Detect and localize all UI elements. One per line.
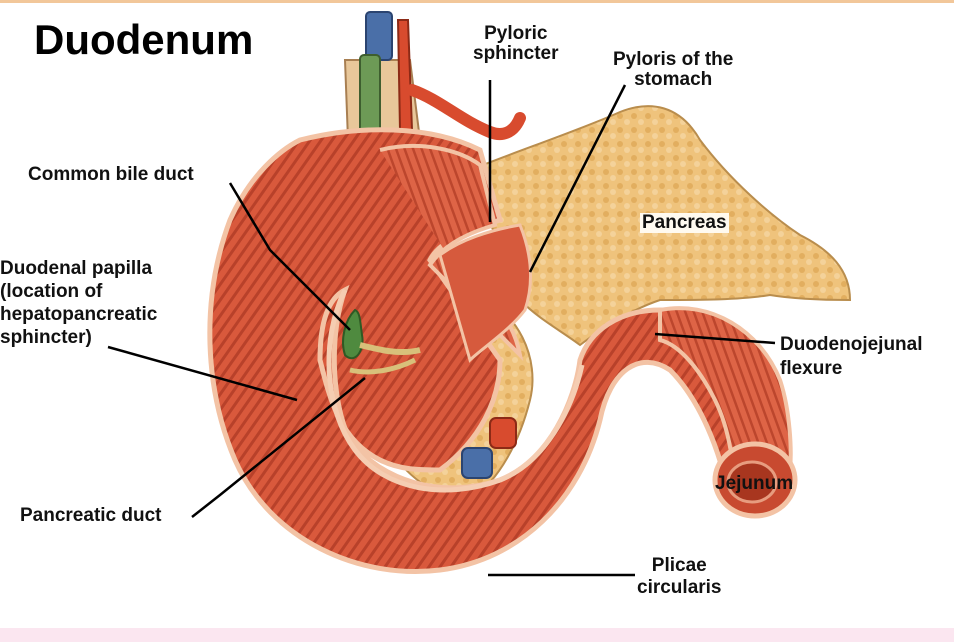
- label-line: (location of: [0, 281, 103, 302]
- label-pyloris-of-stomach: Pyloris of the stomach: [613, 50, 733, 90]
- label-line: sphincter): [0, 327, 92, 348]
- label-line: Pyloric: [484, 23, 548, 44]
- bottom-border: [0, 628, 954, 642]
- label-pancreas: Pancreas: [640, 212, 729, 233]
- label-pancreatic-duct: Pancreatic duct: [20, 505, 162, 526]
- label-line: hepatopancreatic: [0, 304, 158, 325]
- leader-common-bile-duct: [228, 182, 351, 331]
- diagram-title: Duodenum: [34, 16, 254, 63]
- label-duodenojejunal-flexure: Duodenojejunal flexure: [780, 333, 923, 381]
- label-line: circularis: [637, 577, 722, 598]
- leader-pancreatic-duct: [191, 377, 366, 518]
- bile-and-pancreatic-ducts: [342, 308, 517, 479]
- label-line: Pyloris of the: [613, 49, 734, 70]
- jejunum-tube: [658, 306, 798, 519]
- leader-pyloris: [528, 84, 627, 273]
- leader-duodenal-papilla: [107, 345, 298, 402]
- leader-lines: [107, 80, 776, 577]
- label-line: Duodenal papilla: [0, 258, 153, 279]
- leader-duodenojejunal: [654, 332, 776, 345]
- duodenum-loop: [207, 127, 793, 574]
- label-jejunum: Jejunum: [715, 473, 794, 494]
- label-line: Duodenojejunal: [780, 334, 923, 355]
- label-line: stomach: [634, 69, 713, 90]
- label-pyloric-sphincter: Pyloric sphincter: [473, 24, 559, 64]
- label-duodenal-papilla: Duodenal papilla (location of hepatopanc…: [0, 257, 157, 349]
- label-common-bile-duct: Common bile duct: [28, 164, 194, 185]
- label-line: Plicae: [651, 555, 707, 576]
- label-line: flexure: [780, 358, 843, 379]
- label-plicae-circularis: Plicae circularis: [637, 555, 722, 599]
- label-line: sphincter: [473, 43, 559, 64]
- top-border: [0, 0, 954, 3]
